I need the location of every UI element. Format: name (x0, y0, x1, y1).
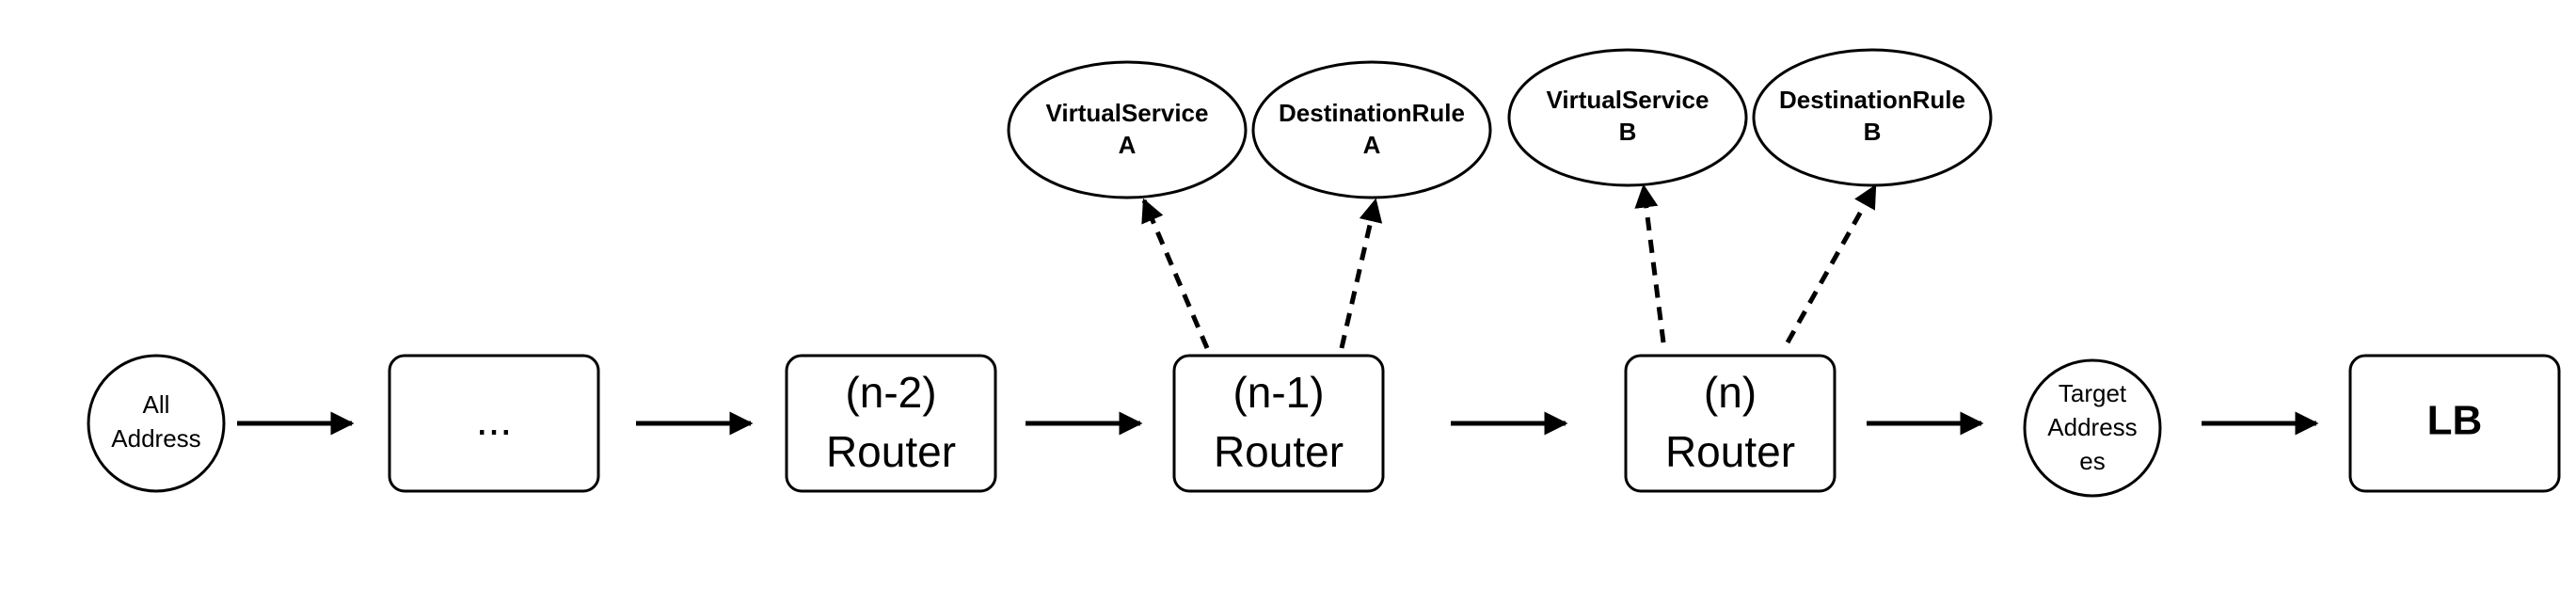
node-destinationrule-a[interactable]: DestinationRule A (1251, 60, 1492, 199)
node-router-n2-line-1: (n-2) (845, 368, 936, 417)
edge-router-n1-to-destinationrule-a (1339, 198, 1383, 349)
node-destinationrule-a-line-2: A (1363, 131, 1381, 159)
node-virtualservice-b-line-2: B (1619, 118, 1637, 146)
node-destinationrule-a-line-1: DestinationRule (1279, 99, 1465, 127)
node-all-address-line-1: All (143, 390, 170, 419)
node-virtualservice-b[interactable]: VirtualService B (1507, 48, 1748, 187)
node-destinationrule-b-line-2: B (1864, 118, 1882, 146)
node-router-n[interactable]: (n) Router (1624, 354, 1837, 493)
edge-router-n1-to-virtualservice-a (1141, 198, 1210, 349)
node-router-n-line-1: (n) (1704, 368, 1757, 417)
node-target-addresses-line-2: Address (2047, 413, 2137, 441)
node-target-addresses[interactable]: Target Address es (2023, 358, 2162, 498)
node-router-n2[interactable]: (n-2) Router (785, 354, 997, 493)
edge-router-n-to-virtualservice-b (1634, 183, 1666, 343)
node-target-addresses-line-3: es (2079, 447, 2105, 475)
node-all-address[interactable]: All Address (87, 354, 226, 493)
node-router-n1-line-2: Router (1214, 427, 1344, 476)
edges-layer (237, 183, 2319, 436)
node-destinationrule-b[interactable]: DestinationRule B (1752, 48, 1993, 187)
node-ellipsis-box[interactable]: ... (388, 354, 600, 493)
node-virtualservice-a[interactable]: VirtualService A (1007, 60, 1248, 199)
node-router-n1-line-1: (n-1) (1232, 368, 1324, 417)
nodes-layer: All Address ... (n-2) Router (n-1) Route… (87, 48, 2561, 498)
node-virtualservice-a-line-1: VirtualService (1046, 99, 1209, 127)
node-virtualservice-a-line-2: A (1119, 131, 1137, 159)
node-virtualservice-b-line-1: VirtualService (1547, 86, 1709, 114)
node-ellipsis-label: ... (476, 395, 512, 444)
node-lb-label: LB (2427, 398, 2483, 444)
node-all-address-line-2: Address (111, 424, 200, 453)
node-router-n1[interactable]: (n-1) Router (1172, 354, 1385, 493)
node-target-addresses-line-1: Target (2059, 379, 2127, 407)
node-router-n-line-2: Router (1665, 427, 1795, 476)
node-destinationrule-b-line-1: DestinationRule (1779, 86, 1965, 114)
node-router-n2-line-2: Router (826, 427, 956, 476)
edge-router-n-to-destinationrule-b (1785, 183, 1878, 344)
node-lb[interactable]: LB (2348, 354, 2561, 493)
